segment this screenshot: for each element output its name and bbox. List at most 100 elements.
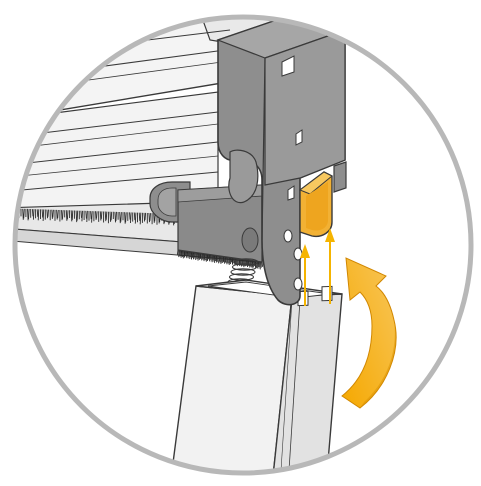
brush-bristle xyxy=(259,12,260,16)
brush-bristle xyxy=(70,210,73,222)
brush-bristle xyxy=(263,12,264,16)
brush-bristle xyxy=(288,11,289,15)
brush-bristle xyxy=(227,257,229,263)
brush-bristle xyxy=(114,211,116,223)
brush-bristle xyxy=(148,212,150,223)
brush-bristle xyxy=(22,208,24,220)
brush-bristle xyxy=(186,251,188,258)
brush-bristle xyxy=(62,210,64,219)
brush-bristle xyxy=(209,254,211,261)
brush-bristle xyxy=(293,10,294,15)
brush-bristle xyxy=(9,208,10,216)
brush-bristle xyxy=(13,208,14,218)
brush-bristle xyxy=(3,208,4,217)
brush-bristle xyxy=(181,250,184,257)
insert-arrow-icon xyxy=(300,228,335,306)
brush-bristle xyxy=(143,212,146,222)
spring-turn xyxy=(231,263,258,271)
brush-bristle xyxy=(280,11,281,15)
brush-bristle xyxy=(120,212,122,222)
brush-bristle xyxy=(144,212,147,221)
brush-bristle xyxy=(298,10,299,15)
brush-bristle xyxy=(229,257,232,264)
brush-bristle xyxy=(211,254,213,262)
brush-bristle xyxy=(179,250,181,256)
brush-bristle xyxy=(199,253,202,259)
brush-bristle xyxy=(61,210,63,221)
hanging-bracket xyxy=(216,17,347,306)
brush-bristle xyxy=(104,211,107,222)
brush-bristle xyxy=(278,11,279,15)
brush-bristle xyxy=(36,209,39,217)
brush-bristle xyxy=(134,212,137,224)
brush-bristle xyxy=(37,209,40,221)
brush-bristle xyxy=(290,10,291,15)
brush-bristle xyxy=(28,208,30,220)
brush-bristle xyxy=(192,252,195,260)
brush-bristle xyxy=(149,213,151,221)
brush-bristle xyxy=(23,208,25,219)
brush-bristle xyxy=(222,256,225,262)
brush-bristle xyxy=(119,211,121,224)
brush-bristle xyxy=(268,11,269,16)
yellow-clip xyxy=(298,171,333,238)
detail-circle-ring xyxy=(12,14,474,476)
brush-bristle xyxy=(288,11,289,16)
brush-bristle xyxy=(76,210,79,221)
brush-bristle xyxy=(41,209,44,218)
brush-bristle xyxy=(281,11,282,17)
spring-turn xyxy=(230,268,256,276)
brush-bristle xyxy=(138,212,141,221)
brush-bristle xyxy=(124,212,126,224)
brush-bristle xyxy=(105,211,108,220)
brush-bristle xyxy=(46,209,48,219)
brush-bristle xyxy=(218,255,220,264)
brush-bristle xyxy=(206,254,209,261)
rotate-arrow-icon xyxy=(341,257,397,409)
brush-bristle xyxy=(225,256,227,263)
brush-bristle xyxy=(285,11,286,16)
brush-bristle xyxy=(65,210,68,221)
brush-bristle xyxy=(300,10,301,14)
brush-bristle xyxy=(8,208,9,218)
brush-bristle xyxy=(129,212,131,220)
brush-bristle xyxy=(47,209,49,217)
brush-bristle xyxy=(261,261,264,267)
brush-bristle xyxy=(190,251,193,259)
brush-bristle xyxy=(42,209,45,222)
brush-bristle xyxy=(278,11,279,17)
brush-bristle xyxy=(276,11,277,16)
brush-bristle xyxy=(57,209,59,219)
brush-bristle xyxy=(56,209,58,220)
brush-bristle xyxy=(32,209,35,220)
brush-bristle xyxy=(298,10,299,16)
brush-bristle xyxy=(130,212,132,224)
brush-bristle xyxy=(283,11,284,15)
brush-bristle xyxy=(96,211,98,219)
brush-bristle xyxy=(100,211,103,220)
brush-bristle xyxy=(4,208,5,216)
brush-bristle xyxy=(202,253,204,259)
brush-bristle xyxy=(86,210,88,223)
brush-bristle xyxy=(183,250,186,257)
brush-bristle xyxy=(133,212,136,221)
brush-bristle xyxy=(293,10,294,15)
bracket-base xyxy=(177,184,263,263)
brush-bristle xyxy=(295,10,296,15)
brush-bristle xyxy=(273,11,274,16)
brush-bristle xyxy=(153,213,155,223)
brush-bristle xyxy=(125,212,127,223)
brush-bristle xyxy=(295,10,296,16)
brush-bristle xyxy=(109,211,112,222)
brush-bristle xyxy=(259,261,261,269)
brush-bristle xyxy=(266,12,267,16)
middle-slats xyxy=(15,91,219,211)
brush-bristle xyxy=(213,255,216,263)
brush-bristle xyxy=(197,252,200,261)
brush-bristle xyxy=(80,210,82,218)
brush-bristle xyxy=(139,212,142,225)
brush-bristle xyxy=(176,249,179,255)
brush-bristle xyxy=(51,209,53,219)
